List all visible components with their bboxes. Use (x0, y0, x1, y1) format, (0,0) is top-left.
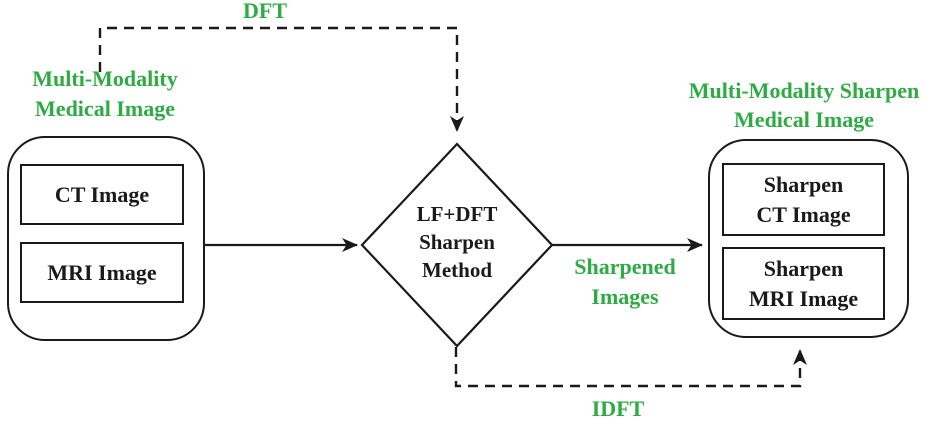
dft-label: DFT (243, 0, 287, 23)
idft-dashed-arrow (454, 347, 807, 388)
sharpen-ct-image-box: Sharpen CT Image (722, 163, 885, 236)
idft-label: IDFT (591, 396, 645, 421)
mri-image-box: MRI Image (20, 242, 184, 303)
sharpened-images-label: Sharpened Images (574, 254, 676, 309)
dft-dashed-arrow (98, 26, 464, 132)
sharpen-mri-image-box: Sharpen MRI Image (722, 247, 885, 320)
process-label: LF+DFT Sharpen Method (416, 202, 498, 282)
ct-image-box: CT Image (20, 164, 184, 225)
process-diamond (360, 142, 554, 348)
right-group-title: Multi-Modality Sharpen Medical Image (688, 78, 920, 132)
left-group-title: Multi-Modality Medical Image (32, 66, 178, 121)
